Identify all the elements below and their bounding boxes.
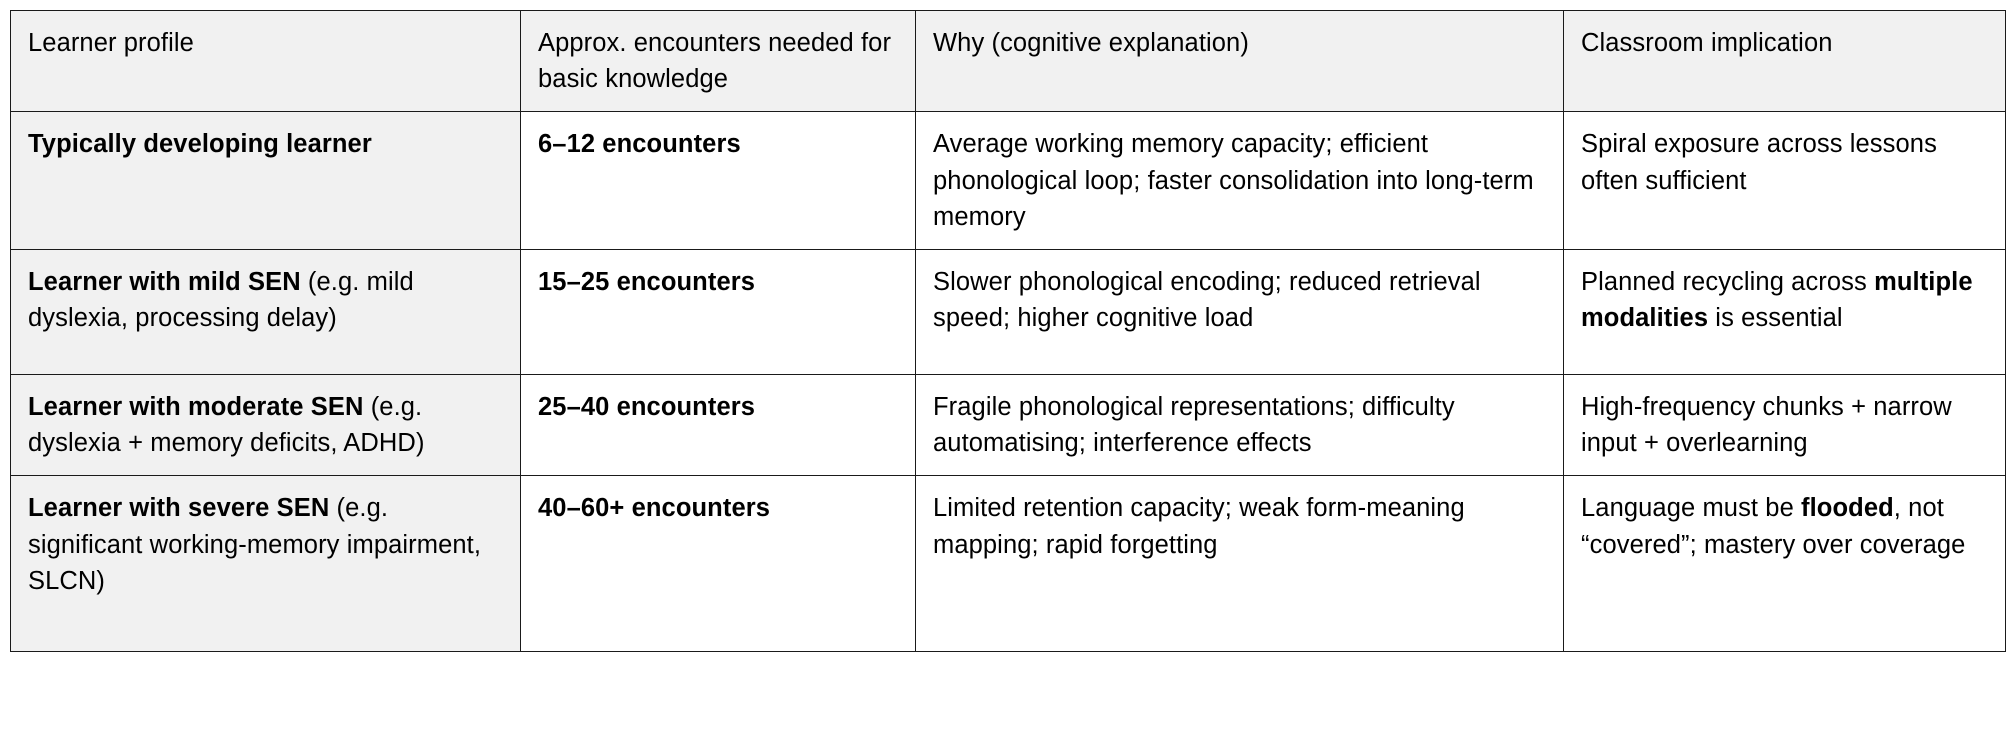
cell-why: Slower phonological encoding; reduced re… (915, 249, 1564, 376)
profile-name: Learner with severe SEN (28, 494, 330, 523)
implication-post: , not “covered”; mastery over coverage (1581, 494, 1966, 559)
cell-classroom-implication: Language must be flooded, not “covered”;… (1563, 475, 2006, 653)
table-header: Learner profile Approx. encounters neede… (10, 9, 2006, 113)
implication-pre: Spiral exposure across lessons often suf… (1581, 130, 1937, 195)
profile-name: Learner with mild SEN (28, 268, 301, 297)
table-row: Learner with moderate SEN (e.g. dyslexia… (10, 374, 2006, 477)
cell-learner-profile: Learner with mild SEN (e.g. mild dyslexi… (10, 249, 521, 376)
profile-detail: (e.g. dyslexia + memory deficits, ADHD) (28, 393, 425, 458)
table-row: Learner with severe SEN (e.g. significan… (10, 475, 2006, 653)
cell-classroom-implication: Planned recycling across multiple modali… (1563, 249, 2006, 376)
cell-learner-profile: Learner with severe SEN (e.g. significan… (10, 475, 521, 653)
implication-pre: Language must be (1581, 494, 1802, 523)
implication-pre: High-frequency chunks + narrow input + o… (1581, 393, 1952, 458)
learner-profile-table: Learner profile Approx. encounters neede… (10, 9, 2006, 653)
implication-emphasis: flooded (1801, 494, 1894, 523)
profile-detail: (e.g. significant working-memory impairm… (28, 494, 482, 595)
cell-encounters: 40–60+ encounters (520, 475, 916, 653)
cell-learner-profile: Typically developing learner (10, 111, 521, 251)
column-header-learner-profile: Learner profile (10, 9, 521, 113)
implication-pre: Planned recycling across (1581, 268, 1875, 297)
cell-encounters: 25–40 encounters (520, 374, 916, 477)
implication-emphasis: multiple modalities (1581, 268, 1973, 333)
profile-name: Learner with moderate SEN (28, 393, 364, 422)
cell-why: Fragile phonological representations; di… (915, 374, 1564, 477)
cell-why: Average working memory capacity; efficie… (915, 111, 1564, 251)
cell-learner-profile: Learner with moderate SEN (e.g. dyslexia… (10, 374, 521, 477)
cell-classroom-implication: Spiral exposure across lessons often suf… (1563, 111, 2006, 251)
column-header-why: Why (cognitive explanation) (915, 9, 1564, 113)
table-row: Learner with mild SEN (e.g. mild dyslexi… (10, 249, 2006, 376)
table-row: Typically developing learner 6–12 encoun… (10, 111, 2006, 251)
profile-detail: (e.g. mild dyslexia, processing delay) (28, 268, 414, 333)
implication-post: is essential (1708, 304, 1843, 333)
profile-name: Typically developing learner (28, 130, 372, 159)
table-body: Typically developing learner 6–12 encoun… (10, 111, 2006, 653)
cell-classroom-implication: High-frequency chunks + narrow input + o… (1563, 374, 2006, 477)
cell-why: Limited retention capacity; weak form-me… (915, 475, 1564, 653)
column-header-encounters: Approx. encounters needed for basic know… (520, 9, 916, 113)
header-row: Learner profile Approx. encounters neede… (10, 9, 2006, 113)
cell-encounters: 15–25 encounters (520, 249, 916, 376)
column-header-classroom-implication: Classroom implication (1563, 9, 2006, 113)
cell-encounters: 6–12 encounters (520, 111, 916, 251)
table-container: Learner profile Approx. encounters neede… (10, 9, 2006, 653)
